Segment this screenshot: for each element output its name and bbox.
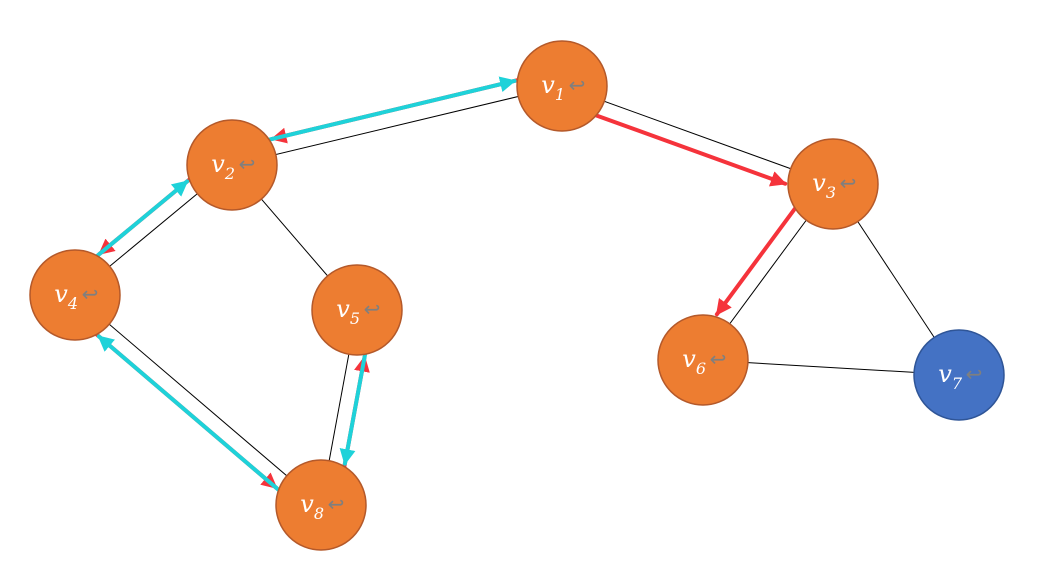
node-circle-v3 <box>787 138 879 230</box>
node-label-v3: v <box>812 169 826 197</box>
node-subscript-v8: 8 <box>314 504 324 523</box>
return-arrow-icon: ↩ <box>710 347 727 371</box>
node-label-v2: v <box>211 150 225 178</box>
arrow-forward-v1-to-v3 <box>575 106 788 187</box>
node-subscript-v4: 4 <box>67 294 78 313</box>
node-circle-v2 <box>186 119 278 211</box>
edge-v1-v2 <box>231 85 563 166</box>
node-label-v6: v <box>682 345 696 373</box>
traversal-arrows-layer <box>79 73 809 505</box>
node-subscript-v2: 2 <box>224 164 235 183</box>
node-circle-v6 <box>657 314 749 406</box>
node-label-v1: v <box>541 71 555 99</box>
arrow-backtrack-v2-to-v1 <box>248 76 517 147</box>
node-circle-v4 <box>29 249 121 341</box>
node-subscript-v6: 6 <box>696 359 706 378</box>
arrow-forward-v3-to-v6 <box>714 190 809 317</box>
node-label-v8: v <box>300 490 314 518</box>
edge-v1-v3 <box>561 85 834 185</box>
return-arrow-icon: ↩ <box>82 282 99 306</box>
node-label-v4: v <box>54 280 68 308</box>
arrow-backtrack-v4-to-v2 <box>80 179 190 271</box>
return-arrow-icon: ↩ <box>239 152 256 176</box>
node-label-v7: v <box>938 360 952 388</box>
node-circle-v5 <box>311 264 403 356</box>
return-arrow-icon: ↩ <box>364 297 381 321</box>
return-arrow-icon: ↩ <box>840 171 857 195</box>
node-circle-v7 <box>913 329 1005 421</box>
return-arrow-icon: ↩ <box>569 73 586 97</box>
node-subscript-v5: 5 <box>350 309 360 328</box>
return-arrow-icon: ↩ <box>328 492 345 516</box>
node-subscript-v1: 1 <box>555 85 565 104</box>
node-circle-v8 <box>275 459 367 551</box>
edge-v4-v8 <box>74 294 322 506</box>
node-circle-v1 <box>516 40 608 132</box>
node-label-v5: v <box>336 295 350 323</box>
node-subscript-v7: 7 <box>952 374 963 393</box>
arrow-backtrack-v5-to-v8 <box>339 333 371 466</box>
node-subscript-v3: 3 <box>826 183 836 202</box>
arrow-backtrack-v8-to-v4 <box>96 334 296 505</box>
return-arrow-icon: ↩ <box>966 362 983 386</box>
